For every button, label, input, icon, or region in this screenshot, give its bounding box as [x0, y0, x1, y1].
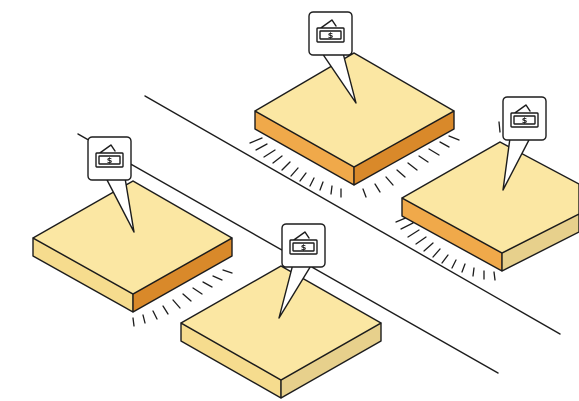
back-plot-shadow-hatching	[249, 135, 460, 198]
money-envelope-icon: $	[95, 144, 124, 168]
left-plot-price-tag[interactable]: $	[87, 136, 135, 233]
right-plot-price-tag[interactable]: $	[502, 96, 547, 191]
money-envelope-icon: $	[510, 104, 539, 128]
back-plot[interactable]	[249, 52, 460, 198]
tag-symbol: $	[301, 243, 307, 252]
money-envelope-icon: $	[316, 19, 345, 43]
money-envelope-icon: $	[289, 231, 318, 255]
back-plot-top	[254, 52, 455, 168]
front-plot-price-tag[interactable]: $	[278, 223, 326, 319]
left-plot[interactable]	[32, 180, 233, 327]
front-plot[interactable]	[180, 265, 382, 399]
tag-symbol: $	[328, 31, 334, 40]
right-plot-shadow-hatching	[395, 121, 501, 281]
left-plot-shadow-hatching	[132, 269, 233, 327]
road-line-upper	[144, 95, 561, 335]
front-plot-top	[180, 265, 382, 381]
back-plot-price-tag[interactable]: $	[308, 11, 357, 104]
tag-symbol: $	[107, 156, 113, 165]
left-plot-top	[32, 180, 233, 295]
tag-symbol: $	[522, 116, 528, 125]
right-plot[interactable]	[395, 121, 579, 281]
right-plot-top	[401, 141, 579, 254]
